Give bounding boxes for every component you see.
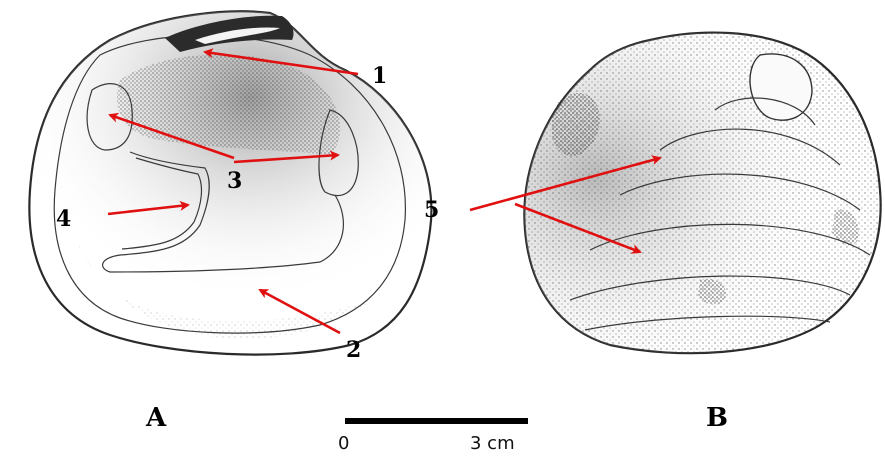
scale-bar-end-label: 3 cm — [470, 433, 515, 454]
scale-bar-start-label: 0 — [338, 433, 349, 454]
callout-4: 4 — [56, 206, 71, 232]
scale-bar: 0 3 cm — [338, 418, 528, 454]
callout-1: 1 — [372, 63, 387, 89]
scale-bar-line — [345, 418, 528, 424]
callout-3: 3 — [227, 168, 242, 194]
callout-5: 5 — [424, 197, 439, 223]
panel-label-a: A — [145, 403, 167, 433]
shell-b-exterior-drawing — [524, 33, 880, 354]
panel-label-b: B — [706, 403, 728, 433]
callout-2: 2 — [346, 337, 361, 363]
